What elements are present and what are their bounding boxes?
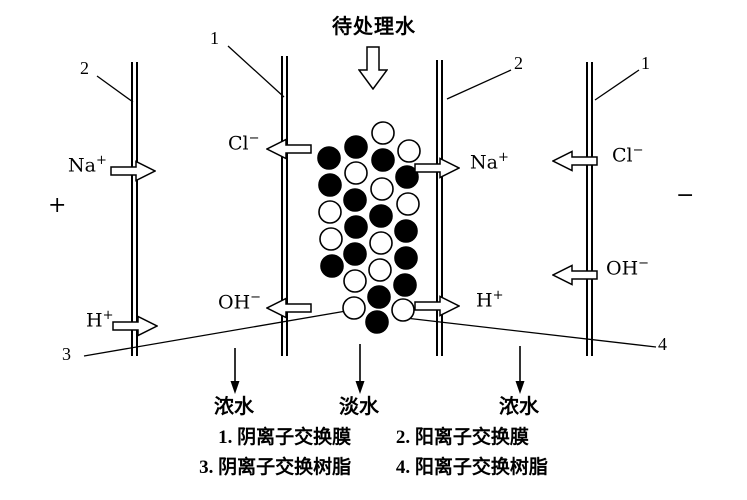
na-ion-label-left: Na+ <box>68 153 107 177</box>
cation-resin-bead <box>365 310 389 334</box>
anion-resin-bead <box>342 296 366 320</box>
oh-ion-label-right: OH− <box>606 256 650 280</box>
h-right-right-arrow <box>414 295 460 317</box>
dilute-water-label-center: 淡水 <box>339 396 379 418</box>
cation-resin-bead <box>394 219 418 243</box>
cation-exchange-membrane-left <box>131 62 138 356</box>
concentrate-water-label-left: 浓水 <box>214 396 254 418</box>
callout-1-top: 1 <box>210 28 219 48</box>
callout-2-top-left: 2 <box>80 58 89 78</box>
concentrate-water-label-right: 浓水 <box>499 396 539 418</box>
cation-exchange-membrane-center-right <box>436 60 443 356</box>
callout-pointer-line <box>446 69 512 100</box>
feed-down-arrow <box>358 46 388 90</box>
anion-resin-bead <box>369 231 393 255</box>
cation-resin-bead <box>367 285 391 309</box>
anion-resin-bead <box>344 161 368 185</box>
feed-water-label: 待处理水 <box>332 16 416 38</box>
oh-left-left-arrow <box>266 297 312 319</box>
legend-item-cation-resin: 4. 阳离子交换树脂 <box>395 457 548 478</box>
anion-resin-bead <box>343 269 367 293</box>
anion-resin-bead <box>370 177 394 201</box>
callout-4-bottom-right: 4 <box>658 334 667 354</box>
callout-pointer-line <box>227 45 285 98</box>
anion-exchange-membrane-center-left <box>281 56 288 356</box>
legend-item-cation-membrane: 2. 阳离子交换膜 <box>395 427 529 448</box>
anion-resin-bead <box>396 192 420 216</box>
anion-exchange-membrane-right <box>586 62 593 356</box>
na-left-right-arrow <box>110 160 156 182</box>
cation-resin-bead <box>344 215 368 239</box>
cation-resin-bead <box>320 254 344 278</box>
callout-1-right: 1 <box>641 53 650 73</box>
cl-ion-label-left: Cl− <box>228 131 260 155</box>
na-right-right-arrow <box>414 157 460 179</box>
cation-resin-bead <box>393 273 417 297</box>
callout-2-right: 2 <box>514 53 523 73</box>
concentrate-right-down-arrow <box>515 346 525 394</box>
anion-resin-bead <box>319 227 343 251</box>
h-ion-label-right: H+ <box>476 288 504 312</box>
na-ion-label-right: Na+ <box>470 150 509 174</box>
cl-right-left-arrow <box>552 150 598 172</box>
cation-resin-bead <box>369 204 393 228</box>
cation-resin-bead <box>317 146 341 170</box>
callout-3-bottom-left: 3 <box>62 344 71 364</box>
cl-ion-label-right: Cl− <box>612 143 644 167</box>
cation-resin-bead <box>343 188 367 212</box>
cation-resin-bead <box>371 148 395 172</box>
h-ion-label-left: H+ <box>86 308 114 332</box>
legend-row-resins: 3. 阴离子交换树脂 4. 阳离子交换树脂 <box>0 452 747 479</box>
legend-item-anion-resin: 3. 阴离子交换树脂 <box>199 457 352 478</box>
cation-resin-bead <box>394 246 418 270</box>
anion-resin-bead <box>318 200 342 224</box>
anion-resin-bead <box>368 258 392 282</box>
cation-resin-bead <box>344 135 368 159</box>
callout-pointer-line <box>96 75 134 103</box>
callout-pointer-line <box>594 69 640 101</box>
cation-resin-bead <box>343 242 367 266</box>
oh-ion-label-left: OH− <box>218 290 262 314</box>
cathode-minus-sign: − <box>676 183 695 208</box>
cl-left-left-arrow <box>266 138 312 160</box>
dilute-center-down-arrow <box>355 344 365 394</box>
legend-row-membranes: 1. 阴离子交换膜 2. 阳离子交换膜 <box>0 422 747 449</box>
h-left-right-arrow <box>112 315 158 337</box>
anion-resin-bead <box>371 121 395 145</box>
oh-right-left-arrow <box>552 264 598 286</box>
anion-resin-bead <box>391 298 415 322</box>
concentrate-left-down-arrow <box>230 348 240 394</box>
anode-plus-sign: + <box>48 193 67 218</box>
cation-resin-bead <box>318 173 342 197</box>
legend-item-anion-membrane: 1. 阴离子交换膜 <box>218 427 352 448</box>
